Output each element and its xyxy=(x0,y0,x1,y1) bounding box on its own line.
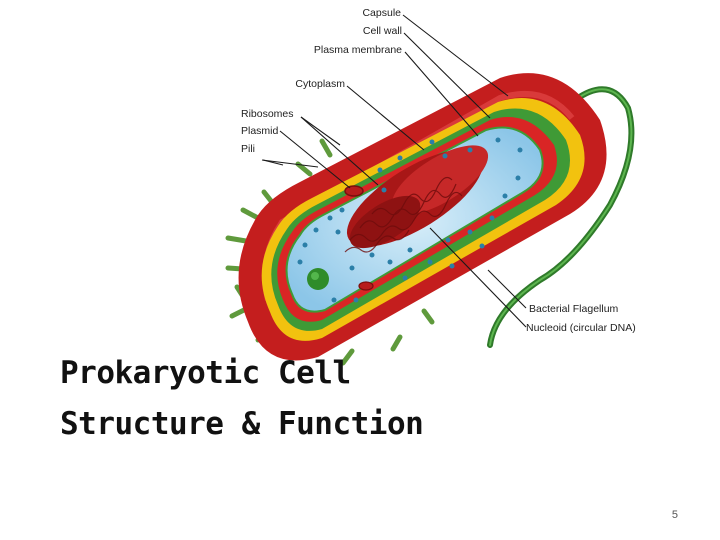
slide-number: 5 xyxy=(671,509,678,521)
label-capsule: Capsule xyxy=(362,7,401,19)
label-pili: Pili xyxy=(241,143,255,155)
label-flagellum: Bacterial Flagellum xyxy=(529,303,619,315)
label-nucleoid: Nucleoid (circular DNA) xyxy=(526,322,636,334)
label-ribosomes: Ribosomes xyxy=(241,108,294,120)
title-line-2: Structure & Function xyxy=(60,406,424,442)
label-plasma-membrane: Plasma membrane xyxy=(314,44,402,56)
ribosomes xyxy=(297,137,523,303)
title-line-1: Prokaryotic Cell xyxy=(60,355,351,391)
plasmid xyxy=(344,185,364,197)
label-cytoplasm: Cytoplasm xyxy=(295,78,345,90)
label-plasmid: Plasmid xyxy=(241,125,279,137)
label-cell-wall: Cell wall xyxy=(363,25,402,37)
